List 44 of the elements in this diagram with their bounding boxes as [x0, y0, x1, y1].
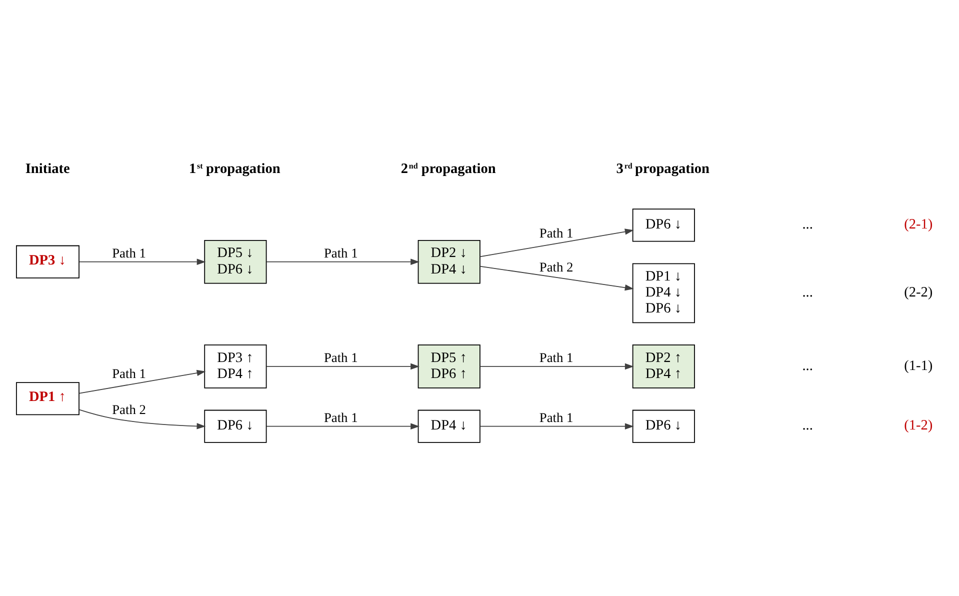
label: 3$^{rd}$ propagation	[616, 160, 710, 177]
edge-label: Path 1	[112, 244, 146, 260]
node-box: DP6 ↓	[632, 208, 695, 242]
edge-label: Path 1	[324, 349, 358, 364]
edge-label: Path 1	[112, 366, 146, 381]
node-box: DP1 ↑	[16, 382, 80, 415]
arrow	[480, 228, 634, 257]
arrow	[266, 258, 420, 264]
arrow	[78, 408, 206, 429]
edge-label: Path 2	[539, 259, 574, 274]
label: 1$^{st}$ propagation	[188, 160, 280, 177]
arrow	[480, 362, 634, 370]
arrow	[78, 369, 206, 394]
label: (2-1)	[904, 216, 933, 232]
label: (2-2)	[904, 284, 933, 300]
edge-label: Path 1	[539, 225, 574, 240]
node-box: DP5 ↑ DP6 ↑	[418, 344, 480, 388]
arrow	[266, 422, 420, 429]
arrow	[78, 258, 206, 264]
label: ...	[802, 284, 813, 300]
edge-label: Path 1	[539, 409, 574, 424]
edge-label: Path 1	[324, 409, 358, 424]
label: ...	[802, 357, 813, 374]
node-box: DP6 ↓	[204, 409, 267, 442]
label: 2$^{nd}$ propagation	[400, 160, 496, 177]
label: (1-1)	[904, 357, 933, 374]
label: ...	[802, 417, 813, 434]
node-box: DP2 ↓ DP4 ↓	[418, 239, 480, 284]
node-box: DP3 ↓	[16, 244, 80, 278]
node-box: DP3 ↑ DP4 ↑	[204, 344, 267, 388]
arrow	[480, 422, 634, 429]
edge-label: Path 1	[539, 349, 574, 364]
edge-label: Path 1	[324, 244, 358, 260]
edge-label: Path 2	[112, 401, 146, 416]
label: (1-2)	[904, 417, 933, 434]
node-box: DP1 ↓ DP4 ↓ DP6 ↓	[632, 262, 695, 323]
node-box: DP6 ↓	[632, 409, 695, 442]
label: Initiate	[25, 160, 70, 177]
label: ...	[802, 216, 813, 232]
arrow	[480, 265, 634, 290]
node-box: DP5 ↓ DP6 ↓	[204, 239, 267, 284]
node-box: DP2 ↑ DP4 ↑	[632, 344, 695, 388]
node-box: DP4 ↓	[418, 409, 480, 442]
arrow	[266, 362, 420, 370]
